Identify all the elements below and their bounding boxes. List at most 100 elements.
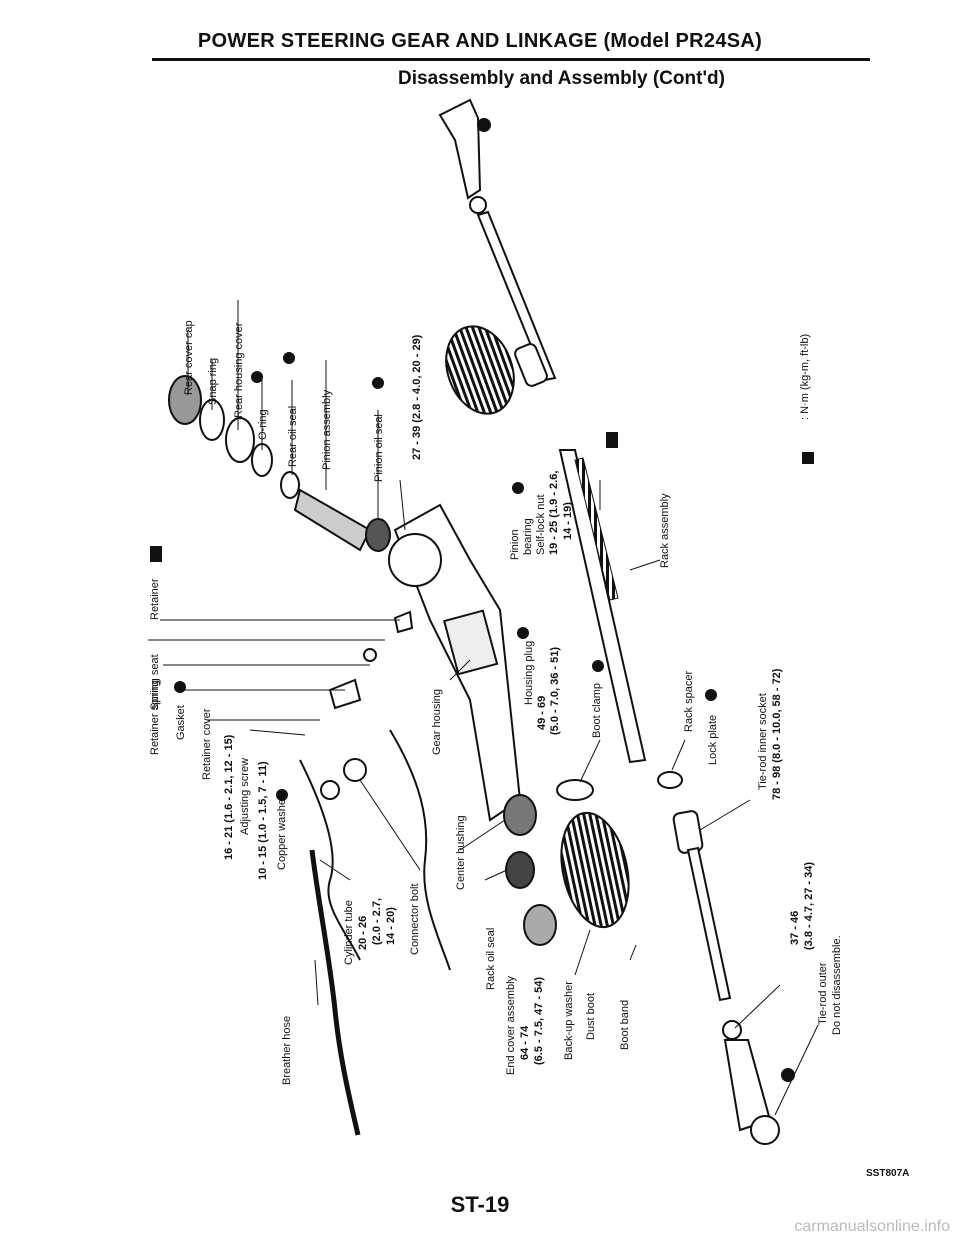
title-rule — [152, 58, 870, 61]
section-subtitle: Disassembly and Assembly (Cont'd) — [398, 68, 725, 89]
torque-housing-plug-1: 49 - 69 — [536, 696, 548, 730]
replace-icon-lock-plate — [705, 689, 717, 701]
replace-icon-pinion-oil-seal — [372, 377, 384, 389]
label-boot-band: Boot band — [619, 1000, 631, 1050]
center-bushing-part — [503, 794, 537, 836]
replace-icon-rear-oil-seal — [283, 352, 295, 364]
label-gasket: Gasket — [175, 705, 187, 740]
connector-bolt-part — [343, 758, 367, 782]
torque-end-cover-1: 64 - 74 — [519, 1025, 531, 1060]
torque-retainer-cover: 16 - 21 (1.6 - 2.1, 12 - 15) — [223, 734, 235, 860]
rack-assembly-part — [558, 449, 647, 764]
tie-rod-top — [476, 210, 557, 382]
legend-unit: : N·m (kg-m, ft-lb) — [799, 334, 811, 420]
torque-self-lock-nut-2: 14 - 19) — [562, 502, 574, 540]
label-retainer-cover: Retainer cover — [201, 708, 213, 780]
label-do-not-disassemble: Do not disassemble. — [831, 935, 843, 1035]
torque-housing-plug-2: (5.0 - 7.0, 36 - 51) — [549, 647, 561, 735]
grease-icon-retainer — [150, 546, 162, 562]
copper-washer-part — [320, 780, 340, 800]
replace-icon-housing-plug — [517, 627, 529, 639]
label-dust-boot: Dust boot — [585, 993, 597, 1040]
tie-rod-end-top — [438, 98, 482, 200]
label-housing-plug: Housing plug — [523, 641, 535, 705]
label-snap-ring: Snap ring — [207, 358, 219, 405]
label-connector-bolt: Connector bolt — [409, 883, 421, 955]
torque-cylinder-1: 20 - 26 — [357, 916, 369, 950]
end-cover-assembly-part — [523, 904, 557, 946]
rear-oil-seal-part — [280, 471, 300, 499]
label-bearing: bearing — [522, 518, 534, 555]
boot-top — [445, 325, 515, 415]
label-gear-housing: Gear housing — [431, 689, 443, 755]
torque-cylinder-2: (2.0 - 2.7, — [371, 898, 383, 945]
torque-end-cover-2: (6.5 - 7.5, 47 - 54) — [533, 977, 545, 1065]
label-self-lock-nut: Self-lock nut — [535, 494, 547, 555]
callout-labels: : N·m (kg-m, ft-lb) Rear cover cap Snap … — [149, 320, 843, 1085]
label-tie-rod-inner-socket: Tie-rod inner socket — [757, 693, 769, 790]
valve-housing — [388, 533, 442, 587]
label-boot-clamp: Boot clamp — [591, 683, 603, 738]
housing-window — [442, 609, 499, 676]
lock-nut-bottom — [722, 1020, 742, 1040]
connector-tube-part — [389, 729, 451, 971]
rack-teeth — [574, 457, 619, 601]
label-rear-oil-seal: Rear oil seal — [287, 406, 299, 467]
retainer-cover-part — [328, 678, 362, 710]
label-tie-rod-outer: Tie-rod outer — [817, 962, 829, 1025]
parts-drawing — [168, 98, 795, 1145]
label-adjusting-screw: Adjusting screw — [239, 758, 251, 835]
torque-cylinder-3: 14 - 20) — [385, 907, 397, 945]
page-number: ST-19 — [450, 1192, 510, 1217]
label-rear-housing-cover: Rear housing cover — [233, 322, 245, 418]
label-pinion-oil-seal: Pinion oil seal — [373, 414, 385, 482]
label-retainer-spring: Retainer spring — [149, 680, 161, 755]
replace-icon-o-ring — [251, 371, 263, 383]
label-breather-hose: Breather hose — [281, 1016, 293, 1085]
figure-id: SST807A — [866, 1168, 910, 1179]
label-pinion: Pinion — [509, 529, 521, 560]
torque-adjusting-screw: 10 - 15 (1.0 - 1.5, 7 - 11) — [257, 761, 269, 880]
label-lock-plate: Lock plate — [707, 715, 719, 765]
torque-icon-legend — [802, 452, 814, 464]
label-cylinder-tube: Cylinder tube — [343, 900, 355, 965]
rear-housing-cover-part — [225, 417, 255, 463]
cylinder-tube-part — [299, 759, 361, 961]
label-rack-oil-seal: Rack oil seal — [485, 928, 497, 990]
label-end-cover-assembly: End cover assembly — [505, 975, 517, 1075]
pinion-shaft — [293, 488, 372, 552]
ball-joint-bottom — [750, 1115, 780, 1145]
lock-plate-part — [657, 771, 683, 789]
rack-oil-seal-part — [505, 851, 535, 889]
torque-self-lock-nut-1: 19 - 25 (1.9 - 2.6, — [548, 471, 560, 555]
label-retainer: Retainer — [149, 578, 161, 620]
rear-cover-cap-part — [168, 375, 202, 425]
replace-icon-self-lock-nut — [512, 482, 524, 494]
boot-clamp-part — [556, 779, 594, 801]
ball-stud-top — [477, 118, 491, 132]
torque-tie-rod-inner: 78 - 98 (8.0 - 10.0, 58 - 72) — [771, 668, 783, 800]
replace-icon-copper-washer — [276, 789, 288, 801]
label-pinion-assembly: Pinion assembly — [321, 389, 333, 470]
leader-lines — [148, 300, 819, 1116]
label-back-up-washer: Back-up washer — [563, 981, 575, 1060]
breather-hose-part — [309, 849, 361, 1136]
label-o-ring: O-ring — [257, 409, 269, 440]
tie-rod-bottom — [686, 846, 732, 1002]
replace-icon-boot-clamp — [592, 660, 604, 672]
label-center-bushing: Center bushing — [455, 815, 467, 890]
torque-tie-rod-outer-2: (3.8 - 4.7, 27 - 34) — [803, 862, 815, 950]
torque-tie-rod-outer-1: 37 - 46 — [789, 911, 801, 945]
boot-bottom — [560, 811, 630, 929]
label-rack-assembly: Rack assembly — [659, 493, 671, 568]
pinion-oil-seal-part — [365, 518, 391, 552]
page-title: POWER STEERING GEAR AND LINKAGE (Model P… — [197, 30, 763, 52]
lock-nut-top — [469, 196, 487, 214]
label-rack-spacer: Rack spacer — [683, 671, 695, 732]
label-copper-washer: Copper washer — [276, 795, 288, 870]
watermark: carmanualsonline.info — [794, 1218, 950, 1235]
symbols — [150, 352, 814, 801]
inner-socket-top — [514, 343, 548, 387]
replace-icon-gasket — [174, 681, 186, 693]
